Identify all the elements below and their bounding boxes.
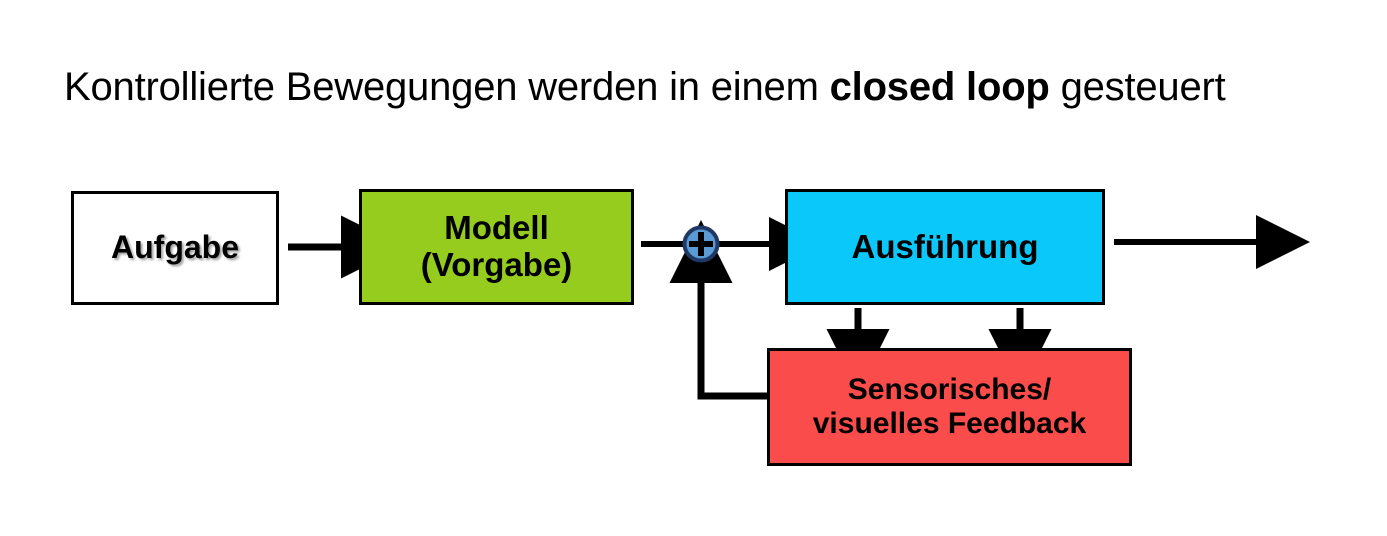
node-modell-label-line1: Modell [444, 209, 549, 247]
node-feedback-label-line2: visuelles Feedback [812, 407, 1087, 440]
plus-vertical-bar [698, 232, 704, 256]
node-modell-label-line2: (Vorgabe) [420, 246, 573, 283]
page-title: Kontrollierte Bewegungen werden in einem… [64, 62, 1364, 112]
node-ausfuehrung-label: Ausführung [851, 227, 1039, 265]
title-text-bold: closed loop [829, 65, 1050, 109]
node-modell[interactable]: Modell (Vorgabe) [359, 189, 634, 305]
node-ausfuehrung[interactable]: Ausführung [785, 189, 1105, 305]
node-aufgabe-label: Aufgabe [111, 229, 239, 266]
node-feedback-label-line1: Sensorisches/ [847, 373, 1052, 407]
title-text-after: gesteuert [1049, 65, 1226, 109]
node-aufgabe[interactable]: Aufgabe [71, 191, 279, 305]
node-feedback[interactable]: Sensorisches/ visuelles Feedback [767, 348, 1132, 466]
edge-feedback-to-sum [669, 220, 767, 400]
node-feedback-label: Sensorisches/ visuelles Feedback [813, 373, 1087, 440]
node-summation[interactable] [681, 224, 721, 264]
title-text-before: Kontrollierte Bewegungen werden in einem [64, 65, 830, 109]
node-modell-label: Modell (Vorgabe) [420, 209, 573, 284]
